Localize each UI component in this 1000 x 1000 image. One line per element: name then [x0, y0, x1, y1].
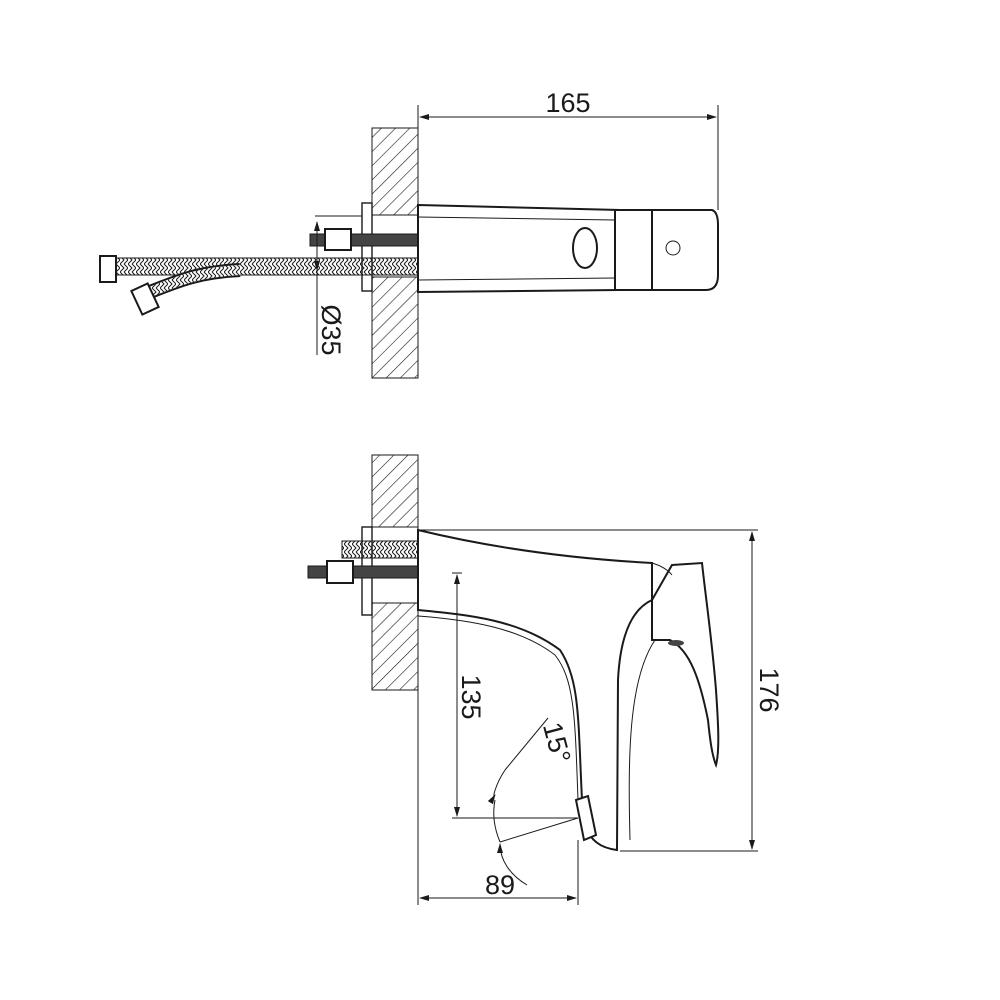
wall-opening-side: [371, 526, 419, 604]
dimension-label-165: 165: [545, 88, 590, 118]
spout-body-side: [417, 528, 653, 852]
dimension-label-89: 89: [485, 870, 515, 900]
flange-plate-top: [361, 202, 373, 292]
hose-main: [111, 257, 419, 276]
handle-hole: [665, 240, 681, 256]
dimension-label-176: 176: [754, 667, 784, 712]
lever-handle: [651, 561, 720, 769]
aerator-top: [572, 227, 598, 269]
bolt-nut-top: [324, 228, 352, 251]
dimension-label-35: Ø35: [316, 304, 346, 355]
hose-nut-secondary: [130, 282, 160, 316]
hose-side: [341, 540, 419, 559]
bolt-nut-side: [326, 560, 354, 584]
dimension-label-135: 135: [456, 674, 486, 719]
dimension-label-15-degrees: 15°: [537, 719, 577, 766]
mounting-bolt-side: [307, 565, 419, 579]
top-view: 165 Ø35: [99, 88, 719, 379]
handle-collar: [614, 209, 653, 291]
hose-nut-main: [99, 255, 117, 283]
side-view: 176 135 15° 89: [307, 454, 784, 905]
nozzle: [574, 794, 598, 842]
